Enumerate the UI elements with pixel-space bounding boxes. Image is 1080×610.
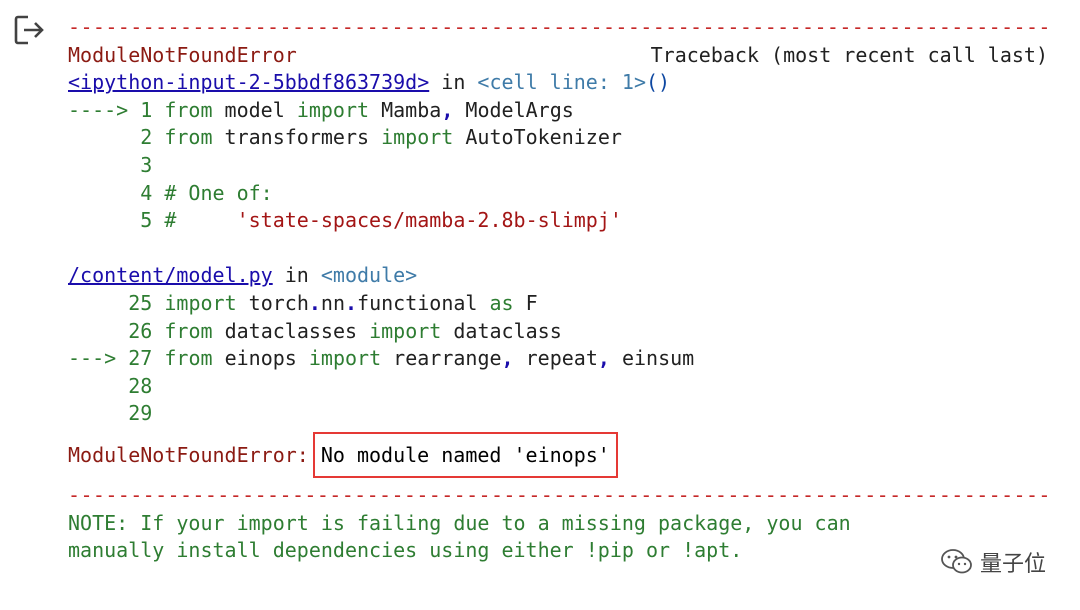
line-number: 28 — [128, 373, 153, 398]
separator-top: ----------------------------------------… — [68, 15, 1048, 39]
line-prefix — [68, 125, 140, 149]
code-line: 28 — [68, 373, 1048, 401]
keyword: import — [369, 318, 442, 343]
note-line-2: manually install dependencies using eith… — [68, 538, 743, 563]
frame1-file-link[interactable]: <ipython-input-2-5bbdf863739d> — [68, 70, 430, 95]
wechat-icon — [941, 549, 972, 574]
code-text: repeat — [513, 346, 598, 371]
line-prefix — [68, 208, 140, 232]
code-comment: # One of: — [152, 180, 273, 205]
output-exit-icon[interactable] — [14, 14, 48, 46]
watermark-text: 量子位 — [979, 552, 1046, 577]
code-line: 2 from transformers import AutoTokenizer — [68, 124, 1048, 152]
code-text: einops — [212, 346, 309, 371]
code-line: 3 — [68, 152, 1048, 180]
arrow-marker: ----> — [68, 97, 141, 122]
cell-output: ----------------------------------------… — [68, 14, 1048, 565]
keyword: import — [381, 125, 454, 150]
operator: , — [441, 97, 454, 122]
frame2-func: <module> — [320, 263, 418, 288]
line-prefix — [68, 374, 128, 398]
line-number: 25 — [128, 290, 153, 315]
line-number: 5 — [140, 208, 153, 233]
code-line: 5 # 'state-spaces/mamba-2.8b-slimpj' — [68, 207, 1048, 235]
code-line: ----> 1 from model import Mamba, ModelAr… — [68, 97, 1048, 125]
line-number: 4 — [140, 180, 153, 205]
line-prefix — [68, 181, 140, 205]
keyword: as — [489, 290, 514, 315]
line-prefix — [68, 319, 128, 343]
code-line: 29 — [68, 400, 1048, 428]
line-number: 29 — [128, 401, 153, 426]
code-text: AutoTokenizer — [453, 125, 622, 150]
code-text: nn — [320, 290, 345, 315]
code-text: transformers — [212, 125, 382, 150]
error-row: ModuleNotFoundError: No module named 'ei… — [68, 428, 1048, 482]
code-text: torch — [236, 290, 309, 315]
code-line: ---> 27 from einops import rearrange, re… — [68, 345, 1048, 373]
line-prefix — [68, 401, 128, 425]
note-line-1: NOTE: If your import is failing due to a… — [68, 510, 851, 535]
keyword: import — [308, 346, 382, 371]
code-line: 25 import torch.nn.functional as F — [68, 290, 1048, 318]
code-text: model — [212, 97, 297, 122]
operator: . — [308, 290, 321, 315]
arrow-marker: ---> — [68, 346, 129, 371]
code-text: rearrange — [381, 346, 502, 371]
code-comment: # — [152, 208, 177, 233]
error-type: ModuleNotFoundError — [68, 42, 297, 67]
frame2-in: in — [272, 263, 321, 288]
line-number: 27 — [128, 346, 153, 371]
frame1-parens: () — [645, 70, 671, 95]
error-message-highlight: No module named 'einops' — [312, 431, 618, 478]
frame1-header: <ipython-input-2-5bbdf863739d> in <cell … — [68, 69, 1048, 97]
keyword: from — [164, 125, 213, 150]
keyword: from — [164, 346, 213, 371]
traceback-header: Traceback (most recent call last) — [650, 42, 1048, 67]
traceback-header-row: ModuleNotFoundError Traceback (most rece… — [68, 42, 1048, 70]
line-prefix — [68, 153, 140, 177]
code-line: 26 from dataclasses import dataclass — [68, 318, 1048, 346]
line-prefix — [68, 291, 128, 315]
keyword: import — [164, 290, 237, 315]
watermark: 量子位 — [939, 546, 1046, 578]
operator: , — [597, 346, 610, 371]
separator-bottom: ----------------------------------------… — [68, 482, 1048, 507]
code-text: functional — [357, 290, 490, 315]
code-text: Mamba — [369, 97, 442, 122]
code-text: dataclass — [441, 318, 562, 343]
keyword: from — [164, 318, 213, 343]
code-text: ModelArgs — [453, 97, 574, 122]
frame1-func: <cell line: 1> — [477, 70, 646, 95]
code-string: 'state-spaces/mamba-2.8b-slimpj' — [176, 208, 622, 233]
operator: . — [345, 290, 358, 315]
error-label: ModuleNotFoundError: — [68, 442, 309, 467]
keyword: import — [296, 97, 370, 122]
line-number: 26 — [128, 318, 153, 343]
code-text: dataclasses — [212, 318, 370, 343]
line-number: 1 — [140, 97, 153, 122]
frame2-file-link[interactable]: /content/model.py — [68, 263, 273, 288]
frame2-header: /content/model.py in <module> — [68, 262, 1048, 290]
code-text: F — [513, 290, 538, 315]
keyword: from — [164, 97, 213, 122]
code-text: einsum — [609, 346, 695, 371]
operator: , — [501, 346, 514, 371]
frame1-in: in — [429, 70, 478, 95]
line-number: 3 — [140, 152, 153, 177]
code-line: 4 # One of: — [68, 180, 1048, 208]
line-number: 2 — [140, 125, 153, 150]
